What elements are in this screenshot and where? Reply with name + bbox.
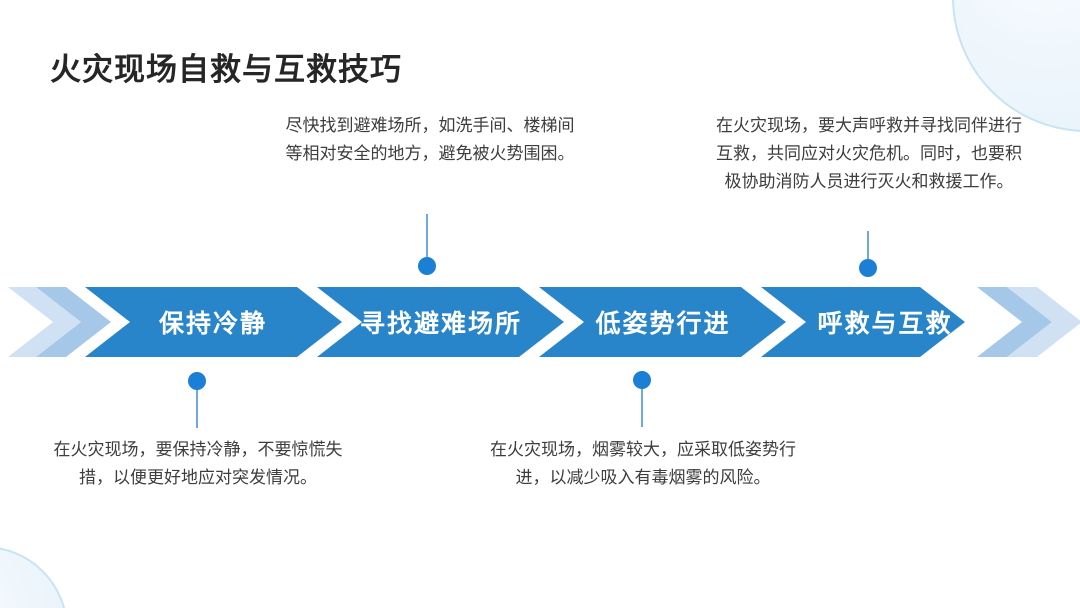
step-label-stay-calm: 保持冷静 <box>158 310 268 338</box>
chevron-arrow-icon <box>977 287 1052 357</box>
connector-dot-icon <box>633 371 651 389</box>
step-note-low-posture: 在火灾现场，烟雾较大，应采取低姿势行进，以减少吸入有毒烟雾的风险。 <box>490 440 796 487</box>
chevron-separator-icon <box>297 287 362 357</box>
connector-line-stay-calm <box>196 390 198 428</box>
connector-dot-icon <box>188 372 206 390</box>
step-note-call-for-help: 在火灾现场，要大声呼救并寻找同伴进行互救，共同应对火灾危机。同时，也要积极协助消… <box>716 116 1022 191</box>
process-ribbon <box>8 287 1080 357</box>
connector-dot-icon <box>859 259 877 277</box>
decorative-circle-bottom-left <box>0 546 68 608</box>
step-note-find-shelter: 尽快找到避难场所，如洗手间、楼梯间等相对安全的地方，避免被火势围困。 <box>285 116 575 163</box>
connector-line-find-shelter <box>426 214 428 257</box>
step-label-find-shelter: 寻找避难场所 <box>359 310 523 338</box>
chevron-separator-icon <box>741 287 806 357</box>
chevron-arrow-icon <box>8 287 81 357</box>
chevron-separator-icon <box>519 287 584 357</box>
connector-line-low-posture <box>641 389 643 427</box>
step-label-call-for-help: 呼救与互救 <box>817 310 953 338</box>
connector-dot-icon <box>418 257 436 275</box>
page-title: 火灾现场自救与互救技巧 <box>50 52 402 87</box>
process-ribbon-band <box>85 287 965 357</box>
connector-line-call-for-help <box>867 231 869 259</box>
step-label-low-posture: 低姿势行进 <box>595 310 731 338</box>
step-note-stay-calm: 在火灾现场，要保持冷静，不要惊慌失措，以便更好地应对突发情况。 <box>53 440 343 487</box>
chevron-arrow-icon <box>36 287 111 357</box>
chevron-arrow-icon <box>1007 287 1080 357</box>
